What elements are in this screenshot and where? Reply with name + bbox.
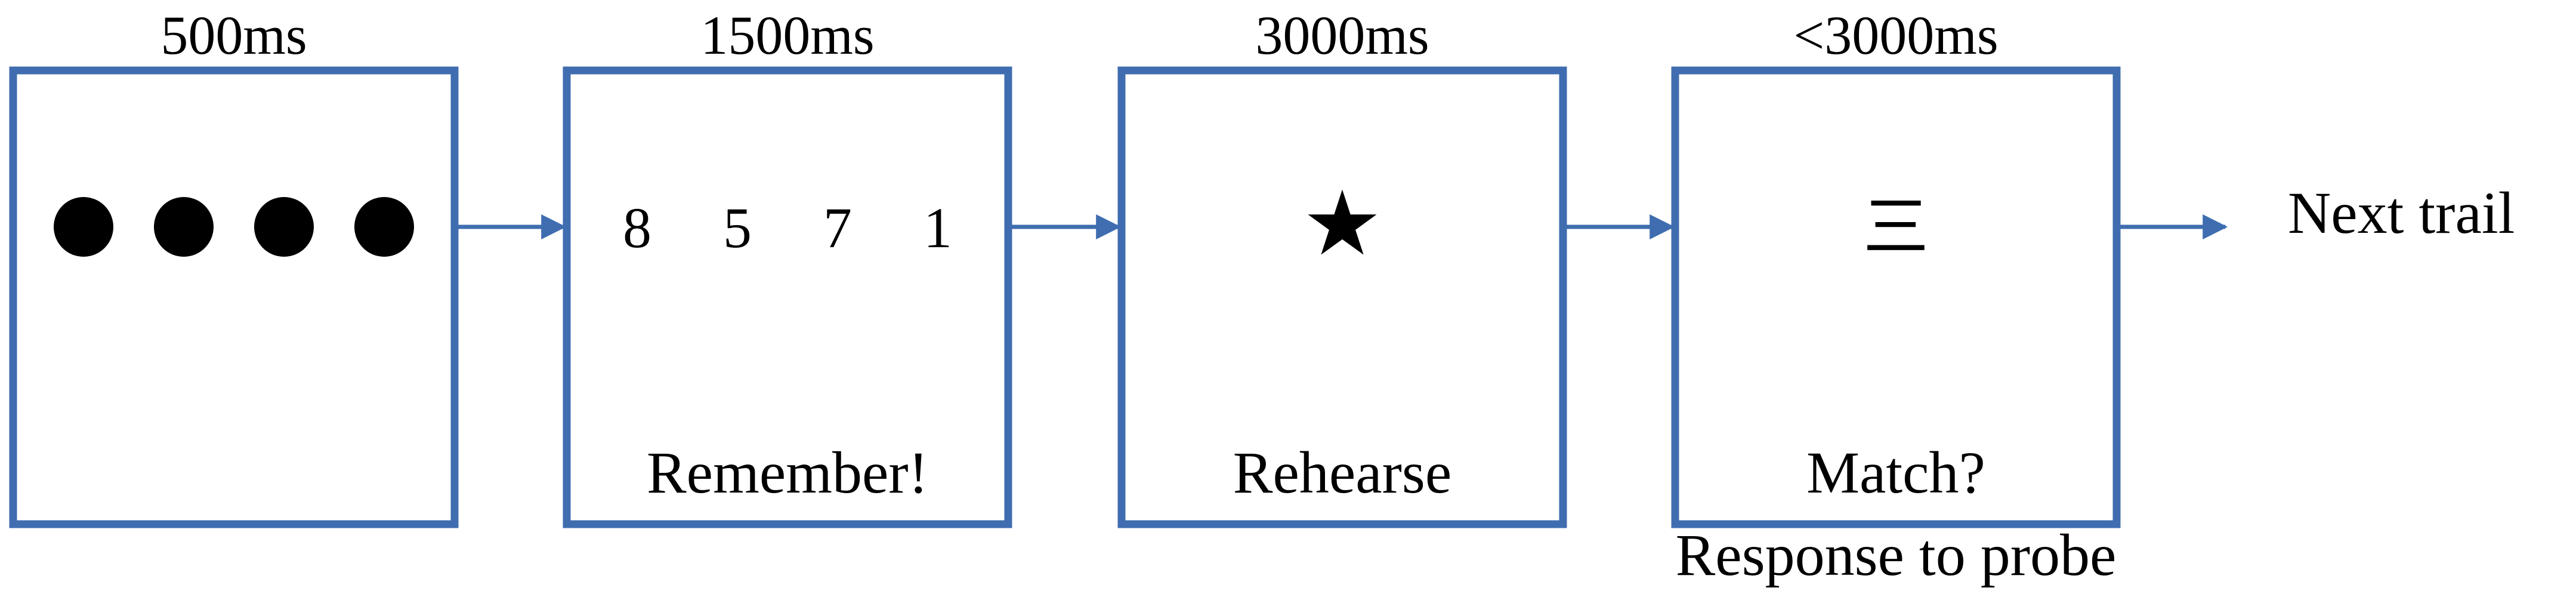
step-duration-label: 1500ms bbox=[700, 5, 874, 66]
rehearse-star-symbol: ★ bbox=[1302, 175, 1382, 274]
step-4: <3000ms 三 Match? Response to probe bbox=[1671, 5, 2121, 588]
step-caption: Rehearse bbox=[1233, 439, 1451, 506]
step-caption: Match? bbox=[1806, 439, 1985, 506]
probe-symbol: 三 bbox=[1863, 191, 1929, 264]
stimulus-frame bbox=[1117, 66, 1567, 528]
step-1: 500ms bbox=[9, 5, 459, 528]
stimulus-frame bbox=[1671, 66, 2121, 528]
step-duration-label: 3000ms bbox=[1255, 5, 1429, 66]
next-trial-label: Next trail bbox=[2288, 180, 2515, 246]
memory-digit: 7 bbox=[823, 196, 852, 260]
memory-digit: 8 bbox=[623, 196, 651, 260]
step-duration-label: 500ms bbox=[160, 5, 307, 66]
memory-digit: 5 bbox=[723, 196, 752, 260]
fixation-dot bbox=[254, 197, 314, 257]
stimulus-frame bbox=[9, 66, 459, 528]
memory-digit: 1 bbox=[923, 196, 952, 260]
fixation-dot bbox=[354, 197, 414, 257]
fixation-dot bbox=[54, 197, 113, 257]
step-caption: Remember! bbox=[647, 439, 928, 506]
fixation-dot bbox=[154, 197, 214, 257]
step-duration-label: <3000ms bbox=[1793, 5, 1998, 66]
stimulus-frame bbox=[563, 66, 1012, 528]
step-caption: Response to probe bbox=[1676, 522, 2117, 588]
step-3: 3000ms ★ Rehearse bbox=[1117, 5, 1567, 528]
